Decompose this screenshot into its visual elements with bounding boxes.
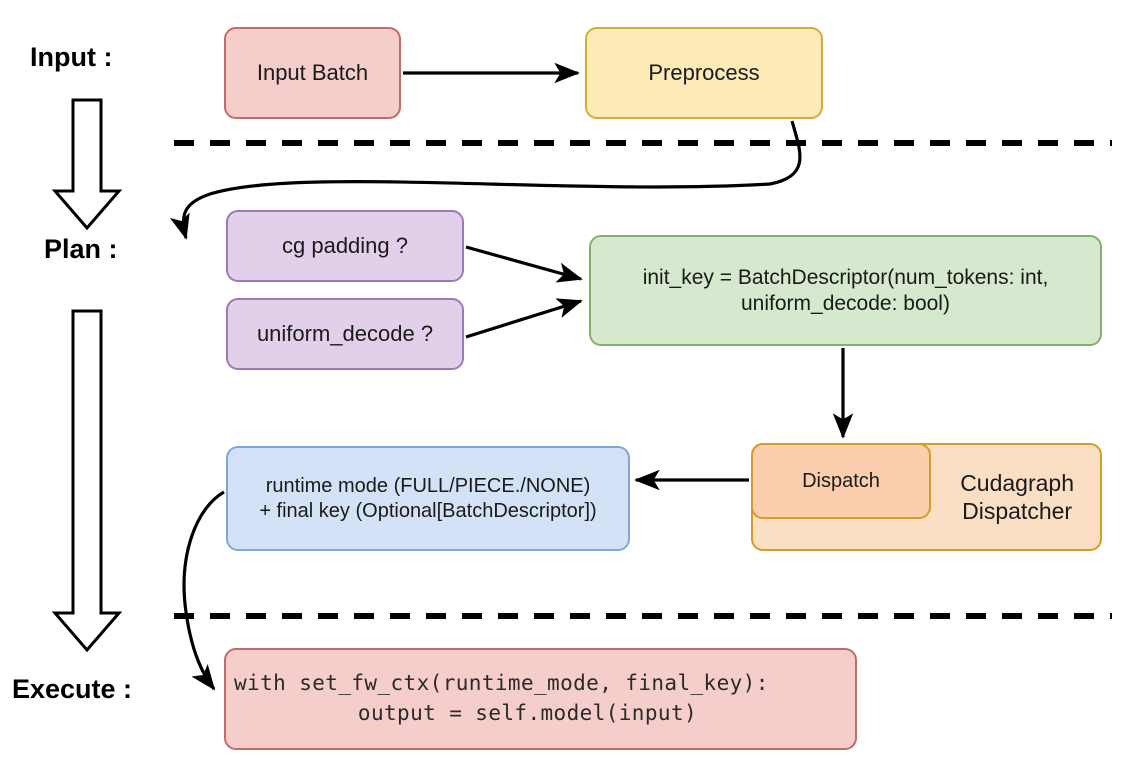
- node-init-key-line2: uniform_decode: bool): [741, 291, 950, 315]
- node-preprocess[interactable]: Preprocess: [585, 27, 823, 119]
- node-input-batch-label: Input Batch: [256, 59, 369, 85]
- node-runtime-mode-line2: + final key (Optional[BatchDescriptor]): [259, 499, 597, 522]
- input-to-plan-arrow: [51, 98, 123, 231]
- node-dispatch-label: Dispatch: [802, 469, 880, 492]
- plan-to-execute-arrow: [51, 309, 123, 653]
- node-init-key-text: init_key = BatchDescriptor(num_tokens: i…: [643, 265, 1049, 316]
- edge-cg-padding-to-init-key: [465, 245, 583, 283]
- node-input-batch[interactable]: Input Batch: [224, 27, 401, 119]
- edge-runtime-mode-to-execute-code: [182, 490, 225, 691]
- node-init-key-line1: init_key = BatchDescriptor(num_tokens: i…: [642, 265, 1049, 289]
- node-dispatch[interactable]: Dispatch: [751, 443, 931, 519]
- stage-label-execute: Execute :: [12, 674, 133, 704]
- stage-label-plan: Plan :: [44, 234, 118, 264]
- node-cg-padding[interactable]: cg padding ?: [226, 210, 464, 282]
- node-cg-padding-label: cg padding ?: [282, 232, 408, 258]
- node-runtime-mode[interactable]: runtime mode (FULL/PIECE./NONE) + final …: [226, 446, 630, 551]
- edge-uniform-decode-to-init-key: [465, 298, 583, 339]
- node-execute-code-text: with set_fw_ctx(runtime_mode, final_key)…: [234, 671, 769, 725]
- node-runtime-mode-text: runtime mode (FULL/PIECE./NONE) + final …: [259, 474, 596, 523]
- node-runtime-mode-line1: runtime mode (FULL/PIECE./NONE): [265, 475, 591, 498]
- node-cudagraph-dispatcher-line2: Dispatcher: [962, 498, 1073, 524]
- node-uniform-decode[interactable]: uniform_decode ?: [226, 298, 464, 370]
- node-cudagraph-dispatcher-line1: Cudagraph: [960, 469, 1074, 496]
- node-uniform-decode-label: uniform_decode ?: [256, 320, 434, 346]
- node-execute-code[interactable]: with set_fw_ctx(runtime_mode, final_key)…: [224, 648, 857, 750]
- node-cudagraph-dispatcher-text: Cudagraph Dispatcher: [960, 469, 1074, 525]
- node-preprocess-label: Preprocess: [648, 59, 760, 85]
- stage-label-input: Input :: [30, 42, 113, 72]
- node-init-key[interactable]: init_key = BatchDescriptor(num_tokens: i…: [589, 235, 1102, 346]
